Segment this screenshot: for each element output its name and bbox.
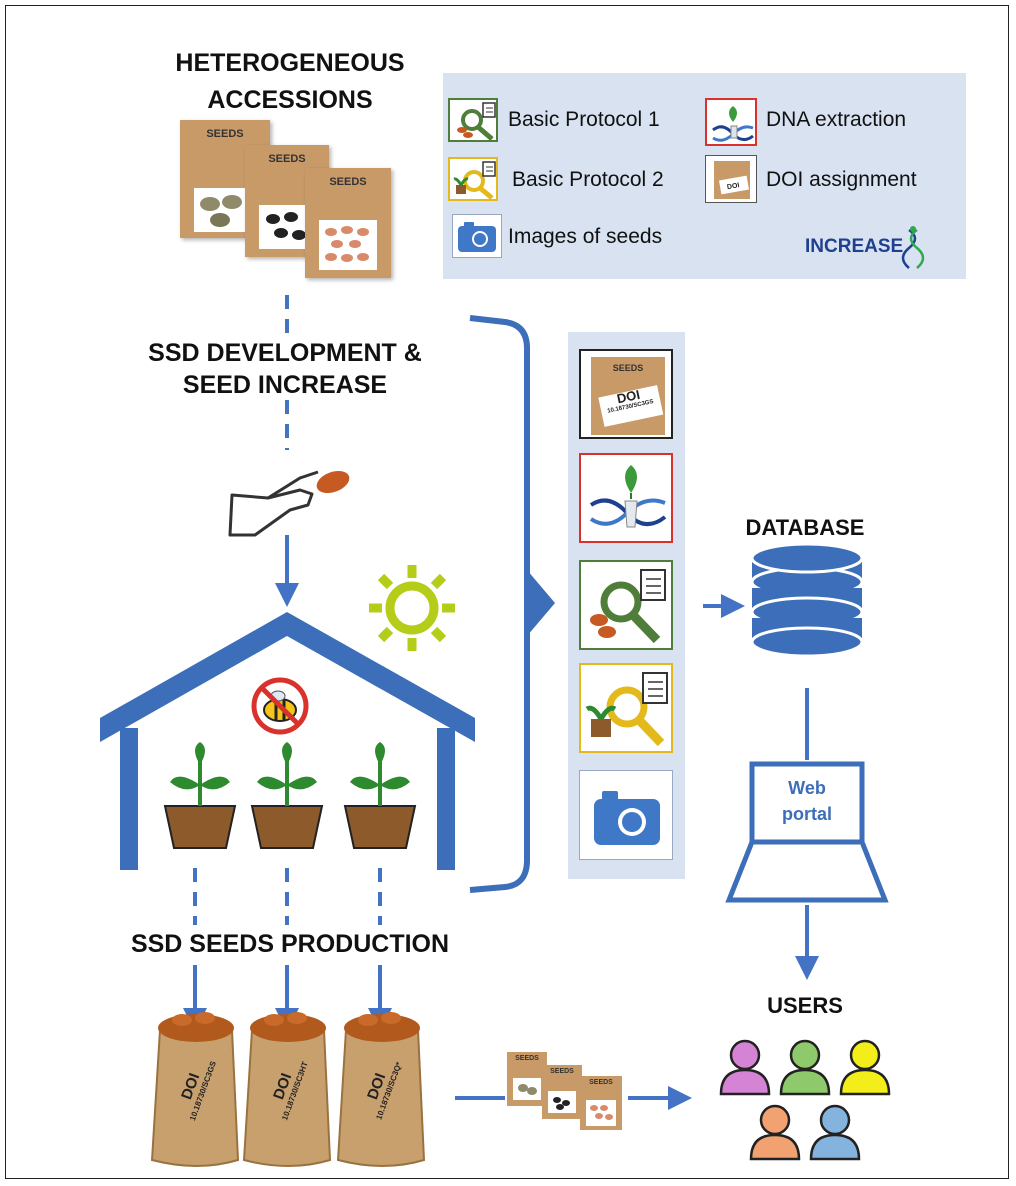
pot-connectors (193, 868, 382, 925)
seed-packet-1: SEEDS (180, 120, 270, 238)
web-portal-label: Web portal (757, 775, 857, 827)
pipeline-camera-card (579, 770, 673, 860)
legend-label-protocol2: Basic Protocol 2 (512, 168, 664, 191)
heading-accessions-line2: ACCESSIONS (207, 86, 373, 114)
no-bee-icon (251, 677, 309, 735)
seed-packet-1-photo (194, 188, 250, 232)
plant-pot-3 (343, 742, 417, 849)
small-seed-packet-3: SEEDS (580, 1076, 622, 1130)
pipeline-protocol2-card (579, 663, 673, 753)
database-icon (750, 542, 864, 658)
seed-sack-2 (242, 1012, 332, 1167)
small-seed-packet-1-photo (513, 1078, 541, 1100)
heading-ssd-development-line1: SSD DEVELOPMENT & (148, 339, 422, 367)
heading-ssd-development-line2: SEED INCREASE (182, 371, 388, 399)
heading-production: SSD SEEDS PRODUCTION (100, 929, 480, 959)
legend-label-protocol1: Basic Protocol 1 (508, 108, 660, 131)
user-icon-green (779, 1039, 831, 1096)
heading-accessions-line1: HETEROGENEOUS (175, 49, 405, 77)
pipeline-protocol1-card (579, 560, 673, 650)
plant-pot-1 (163, 742, 237, 849)
seed-packet-1-label: SEEDS (206, 128, 244, 140)
seed-packet-3-label: SEEDS (329, 176, 367, 188)
web-portal-line1: Web (788, 778, 826, 798)
increase-logo-text: INCREASE (805, 236, 904, 257)
seed-sack-1 (150, 1012, 240, 1167)
legend-label-doi: DOI assignment (766, 168, 917, 191)
small-seed-packet-3-photo (586, 1100, 616, 1126)
user-icon-blue (809, 1104, 861, 1161)
heading-accessions: HETEROGENEOUS ACCESSIONS (150, 45, 430, 119)
heading-ssd-development: SSD DEVELOPMENT & SEED INCREASE (110, 337, 460, 401)
heading-database: DATABASE (745, 515, 865, 540)
heading-users: USERS (767, 993, 843, 1018)
small-seed-packet-2-label: SEEDS (550, 1068, 574, 1075)
user-icon-yellow (839, 1039, 891, 1096)
svg-text:DOI: DOI (727, 182, 741, 191)
small-seed-packet-1-label: SEEDS (515, 1055, 539, 1062)
seed-packet-2-label: SEEDS (268, 153, 306, 165)
small-seed-packet-2-photo (548, 1091, 576, 1113)
small-seed-packet-3-label: SEEDS (589, 1079, 613, 1086)
small-seed-packet-1: SEEDS (507, 1052, 547, 1106)
dna-leaf-icon (705, 98, 757, 146)
magnifier-yellow-icon (448, 157, 498, 201)
magnifier-green-icon (448, 98, 498, 142)
increase-logo: INCREASE (805, 224, 930, 274)
seed-sack-3 (336, 1012, 426, 1167)
user-icon-pink (719, 1039, 771, 1096)
legend-panel (443, 73, 966, 279)
pipeline-bracket (469, 315, 555, 893)
seed-packet-2-photo (259, 205, 313, 249)
greenhouse-icon (100, 612, 475, 870)
sun-icon (369, 565, 455, 651)
seed-packet-doi-icon: DOI (705, 155, 757, 203)
hand-icon (228, 470, 350, 537)
user-icon-orange (749, 1104, 801, 1161)
seed-packet-3-photo (319, 220, 377, 270)
small-seed-packet-2: SEEDS (542, 1065, 582, 1119)
pipeline-doi-card: SEEDS DOI 10.18730/SC3GS (579, 349, 673, 439)
sack-arrows (183, 965, 392, 1032)
camera-icon (452, 214, 502, 258)
plant-pot-2 (250, 742, 324, 849)
web-portal-line2: portal (781, 804, 832, 824)
svg-text:SEEDS: SEEDS (613, 363, 644, 373)
laptop-icon (725, 761, 889, 903)
seed-packet-3: SEEDS (305, 168, 391, 278)
legend-label-dna: DNA extraction (766, 108, 907, 131)
legend-label-images: Images of seeds (508, 225, 663, 248)
pipeline-dna-card (579, 453, 673, 543)
figure-frame (5, 5, 1009, 1179)
